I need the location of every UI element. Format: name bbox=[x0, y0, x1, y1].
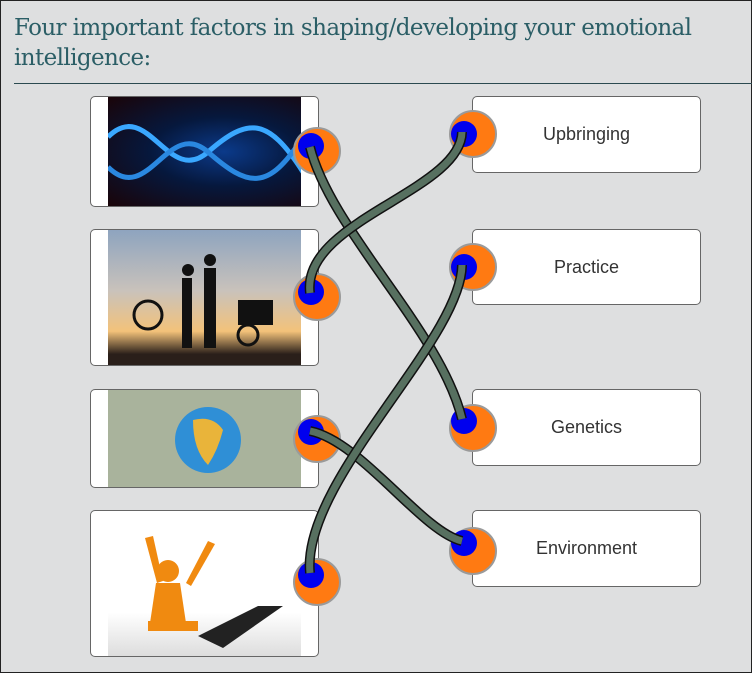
left-card-globe[interactable] bbox=[90, 389, 319, 488]
target-label: Upbringing bbox=[542, 124, 631, 144]
dna-image bbox=[108, 97, 301, 206]
connector-dot bbox=[451, 254, 477, 280]
target-label: Environment bbox=[535, 538, 638, 558]
target-upbringing[interactable]: Upbringing bbox=[472, 96, 701, 173]
target-label: Practice bbox=[553, 256, 620, 277]
left-connector-4[interactable] bbox=[293, 558, 341, 606]
right-connector-3[interactable] bbox=[449, 404, 497, 452]
target-environment[interactable]: Environment bbox=[472, 510, 701, 587]
target-practice[interactable]: Practice bbox=[472, 229, 701, 305]
left-connector-2[interactable] bbox=[293, 273, 341, 321]
connector-dot bbox=[451, 408, 477, 434]
person-laptop-image bbox=[108, 511, 301, 656]
connector-dot bbox=[298, 419, 324, 445]
target-genetics[interactable]: Genetics bbox=[472, 389, 701, 466]
left-card-family[interactable] bbox=[90, 229, 319, 366]
left-connector-1[interactable] bbox=[293, 127, 341, 175]
connector-dot bbox=[451, 121, 477, 147]
connector-dot bbox=[298, 279, 324, 305]
right-connector-4[interactable] bbox=[449, 527, 497, 575]
connector-dot bbox=[298, 133, 324, 159]
right-connector-1[interactable] bbox=[449, 110, 497, 158]
left-connector-3[interactable] bbox=[293, 415, 341, 463]
connector-dot bbox=[451, 530, 477, 556]
right-connector-2[interactable] bbox=[449, 243, 497, 291]
question-title: Four important factors in shaping/develo… bbox=[14, 15, 692, 71]
target-label: Genetics bbox=[550, 417, 623, 437]
family-silhouette-image bbox=[108, 230, 301, 365]
left-card-dna[interactable] bbox=[90, 96, 319, 207]
globe-image bbox=[108, 390, 301, 487]
connector-dot bbox=[298, 562, 324, 588]
divider bbox=[14, 83, 752, 84]
left-card-person[interactable] bbox=[90, 510, 319, 657]
